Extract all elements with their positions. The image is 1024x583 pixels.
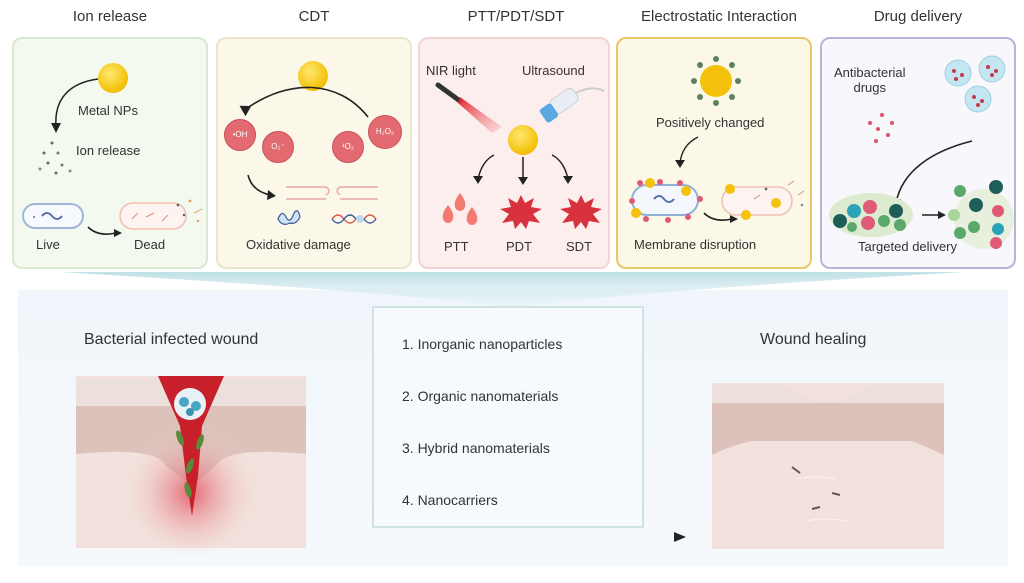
nanoparticle-icon bbox=[298, 61, 328, 91]
biofilm-icon bbox=[829, 193, 913, 237]
panel-title-drug-delivery: Drug delivery bbox=[873, 8, 963, 25]
membrane-disruption-label: Membrane disruption bbox=[634, 237, 757, 252]
dead-bacterium-icon bbox=[119, 199, 203, 230]
healing-progress-arrow bbox=[346, 532, 686, 542]
curved-arrow-icon bbox=[51, 78, 99, 133]
panel-ion-release: Metal NPs Ion release Live Dead bbox=[12, 37, 208, 269]
panel-drug-delivery: Antibacterial drugs Targeted delivery bbox=[820, 37, 1016, 269]
panel-title-electrostatic: Electrostatic Interaction bbox=[641, 8, 797, 25]
dead-label: Dead bbox=[134, 237, 166, 252]
ros-hydrogen-peroxide: H₂O₂ bbox=[368, 115, 402, 149]
pdt-label: PDT bbox=[506, 239, 532, 254]
panel-cdt: •OH O₂⁻ ¹O₂ H₂O₂ Oxidative damage bbox=[216, 37, 412, 269]
drugs-label-line2: drugs bbox=[853, 80, 887, 95]
ros-singlet-oxygen: ¹O₂ bbox=[332, 131, 364, 163]
wound-healing-title: Wound healing bbox=[760, 331, 867, 348]
ptt-label: PTT bbox=[444, 239, 469, 254]
panel-title-ion-release: Ion release bbox=[72, 8, 148, 25]
live-label: Live bbox=[36, 237, 60, 252]
disrupted-biofilm-icon bbox=[948, 180, 1014, 249]
attach-arrow-icon bbox=[675, 136, 699, 168]
membrane-damage-icon bbox=[286, 186, 378, 200]
catalysis-arc-icon bbox=[239, 86, 369, 118]
kill-arrow-icon bbox=[87, 226, 122, 237]
oxidative-damage-label: Oxidative damage bbox=[246, 237, 351, 252]
ultrasound-label: Ultrasound bbox=[522, 63, 585, 78]
panel-title-cdt: CDT bbox=[298, 8, 330, 25]
healed-wound-illustration bbox=[712, 383, 944, 549]
panel-title-ptt-pdt-sdt: PTT/PDT/SDT bbox=[467, 8, 565, 25]
nanocarriers-icon bbox=[944, 55, 1006, 113]
heat-flames-icon bbox=[442, 193, 478, 225]
live-bacterium-icon bbox=[22, 203, 84, 229]
ros-superoxide: O₂⁻ bbox=[262, 131, 294, 163]
material-item-4: 4. Nanocarriers bbox=[402, 492, 498, 508]
nanomaterials-box: 1. Inorganic nanoparticles 2. Organic na… bbox=[372, 306, 644, 528]
free-drugs-icon bbox=[868, 113, 894, 143]
three-way-arrows-icon bbox=[473, 154, 573, 185]
ros-burst-pdt-icon bbox=[500, 195, 542, 229]
ros-hydroxyl: •OH bbox=[224, 119, 256, 151]
nir-light-label: NIR light bbox=[426, 63, 476, 78]
ros-burst-sdt-icon bbox=[560, 195, 602, 229]
panel-electrostatic: Positively changed Membrane disruption bbox=[616, 37, 812, 269]
protein-damage-icon bbox=[277, 210, 301, 225]
disrupted-bacterium-icon bbox=[721, 180, 805, 220]
material-item-1: 1. Inorganic nanoparticles bbox=[402, 336, 563, 352]
material-item-3: 3. Hybrid nanomaterials bbox=[402, 440, 550, 456]
ions-icon bbox=[38, 141, 72, 175]
damage-arrow-icon bbox=[247, 174, 276, 200]
funnel-shape bbox=[60, 272, 964, 308]
ultrasound-probe-icon bbox=[539, 87, 605, 123]
drugs-label-line1: Antibacterial bbox=[834, 65, 906, 80]
sdt-label: SDT bbox=[566, 239, 592, 254]
metal-nps-label: Metal NPs bbox=[78, 103, 138, 118]
panel-ptt-pdt-sdt: NIR light Ultrasound PTT PDT SDT bbox=[418, 37, 610, 269]
ion-release-label: Ion release bbox=[76, 143, 141, 158]
infected-wound-illustration bbox=[76, 376, 306, 556]
dna-damage-icon bbox=[331, 214, 377, 224]
charged-nanoparticle-icon bbox=[691, 56, 741, 106]
transition-arrow-icon bbox=[922, 211, 946, 219]
material-item-2: 2. Organic nanomaterials bbox=[402, 388, 559, 404]
targeted-delivery-label: Targeted delivery bbox=[858, 239, 957, 254]
coated-bacterium-icon bbox=[629, 178, 703, 223]
positively-charged-label: Positively changed bbox=[656, 115, 765, 130]
nir-laser-icon bbox=[435, 82, 502, 133]
nanoparticle-icon bbox=[508, 125, 538, 155]
disrupt-arrow-icon bbox=[703, 212, 738, 223]
antibacterial-drugs-label: Antibacterial drugs bbox=[834, 65, 906, 95]
infected-wound-title: Bacterial infected wound bbox=[84, 331, 259, 348]
metal-nanoparticle-icon bbox=[98, 63, 128, 93]
